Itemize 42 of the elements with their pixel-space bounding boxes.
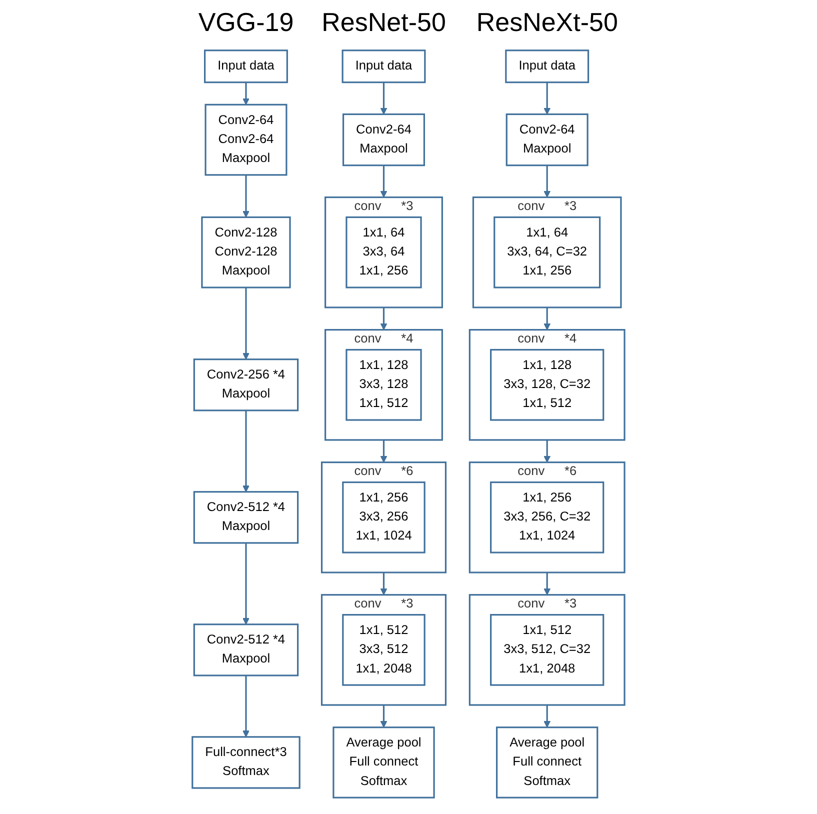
node-box: Input data — [204, 50, 288, 84]
arrow — [544, 165, 551, 198]
arrow — [544, 440, 551, 463]
arrow — [544, 705, 551, 728]
node-box: Input data — [342, 50, 426, 84]
arrow — [242, 410, 250, 492]
node-box: Input data — [505, 50, 590, 84]
arrow — [380, 82, 388, 115]
arrow — [544, 307, 551, 330]
arrow — [242, 174, 250, 218]
node-box: 1x1, 64 3x3, 64 1x1, 256 — [346, 216, 422, 288]
arrow — [242, 542, 250, 625]
node-box: 1x1, 256 3x3, 256, C=32 1x1, 1024 — [490, 481, 604, 554]
arrow — [242, 287, 250, 360]
arrow — [380, 307, 388, 330]
arrow — [242, 675, 250, 738]
node-box: Conv2-512 *4 Maxpool — [193, 624, 299, 676]
node-box: Average pool Full connect Softmax — [332, 726, 435, 798]
arrow — [544, 572, 551, 596]
node-box: Average pool Full connect Softmax — [496, 726, 598, 798]
node-box: Conv2-512 *4 Maxpool — [193, 491, 299, 544]
node-box: 1x1, 512 3x3, 512, C=32 1x1, 2048 — [490, 614, 604, 686]
node-box: Conv2-64 Conv2-64 Maxpool — [204, 104, 288, 176]
node-box: Full-connect*3 Softmax — [192, 736, 300, 789]
arrow — [380, 705, 388, 728]
node-box: Conv2-128 Conv2-128 Maxpool — [201, 216, 291, 288]
node-box: 1x1, 128 3x3, 128 1x1, 512 — [346, 348, 422, 421]
column-heading: VGG-19 — [198, 6, 294, 38]
arrow — [380, 440, 388, 463]
arrow — [242, 82, 250, 105]
node-box: 1x1, 64 3x3, 64, C=32 1x1, 256 — [494, 216, 601, 288]
node-box: 1x1, 256 3x3, 256 1x1, 1024 — [342, 481, 426, 554]
node-box: 1x1, 128 3x3, 128, C=32 1x1, 512 — [490, 348, 604, 421]
node-box: Conv2-64 Maxpool — [506, 113, 588, 166]
arrow — [380, 165, 388, 198]
node-box: 1x1, 512 3x3, 512 1x1, 2048 — [342, 614, 426, 686]
arrow — [544, 82, 551, 115]
node-box: Conv2-64 Maxpool — [342, 113, 426, 166]
arrow — [380, 572, 388, 596]
column-heading: ResNet-50 — [322, 6, 446, 38]
column-heading: ResNeXt-50 — [476, 6, 618, 38]
node-box: Conv2-256 *4 Maxpool — [193, 358, 299, 412]
